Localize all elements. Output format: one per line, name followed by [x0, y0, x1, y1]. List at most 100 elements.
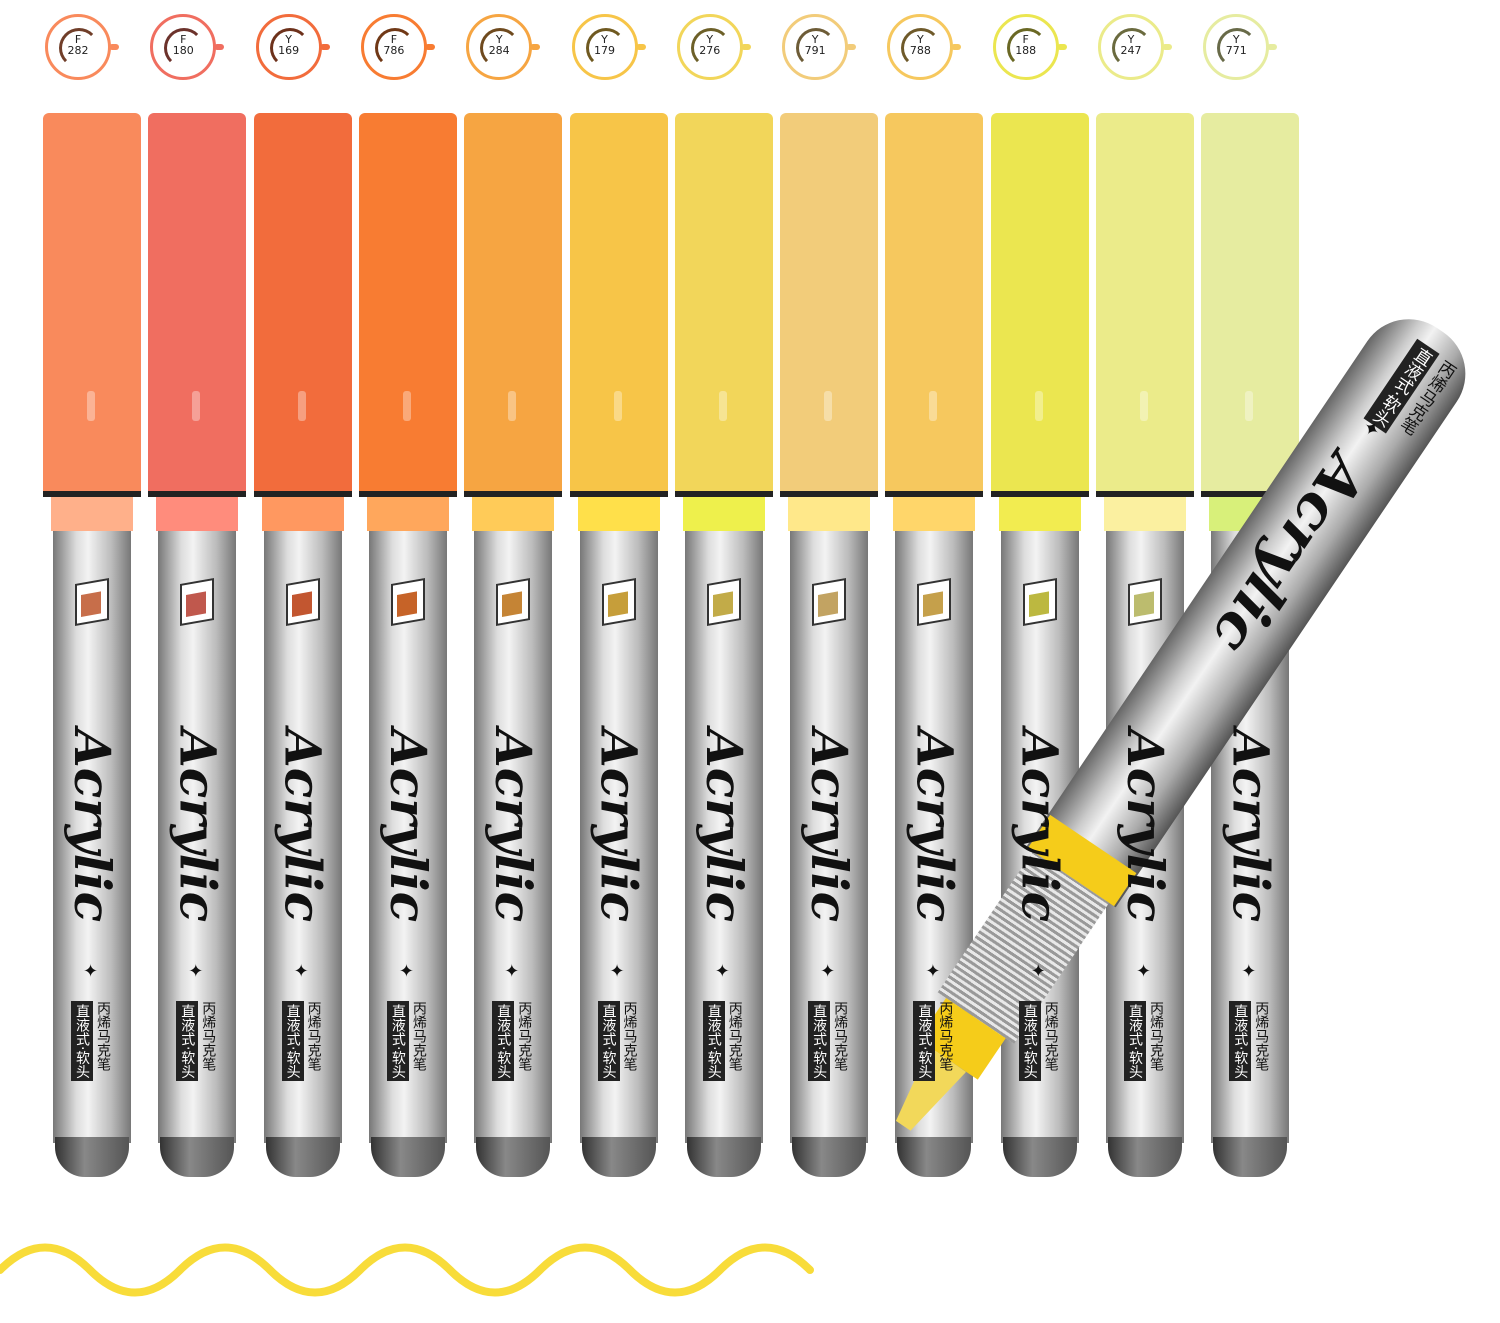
swatch-nub [530, 44, 541, 50]
ink-bottle-icon [706, 578, 741, 626]
star-icon: ✦ [1241, 961, 1257, 982]
swatch-series: Y [1232, 33, 1240, 46]
label-cn-line1: 丙烯马克笔 [516, 1001, 533, 1071]
swatch-arc [1112, 28, 1152, 68]
cap-rim [885, 491, 984, 497]
paint-stroke-path [0, 1243, 814, 1297]
marker-cap [43, 113, 141, 497]
marker-cap [1201, 113, 1300, 497]
swatch-series: F [180, 33, 187, 46]
swatch-arc [269, 28, 310, 68]
label-cn-line1: 丙烯马克笔 [95, 1001, 111, 1071]
brand-text: Acrylic [1221, 729, 1281, 923]
star-icon: ✦ [504, 961, 520, 982]
cap-clip [402, 391, 411, 421]
marker-barrel: Acrylic ✦ 丙烯马克笔 直液式·软头 [53, 531, 131, 1143]
swatch-arc [796, 28, 837, 68]
label-cn-line1: 丙烯马克笔 [1253, 1001, 1270, 1071]
yellow-paint-stroke [0, 1243, 814, 1297]
cap-rim [43, 491, 141, 497]
swatch-ring [1098, 14, 1164, 80]
swatch-series: F [74, 33, 82, 46]
brand-text: Acrylic [694, 729, 754, 923]
star-icon: ✦ [925, 961, 941, 982]
ink-bottle-icon [75, 578, 109, 626]
swatch-nub [1162, 44, 1172, 50]
marker-barrel: Acrylic ✦ 丙烯马克笔 直液式·软头 [158, 531, 237, 1143]
marker-end-cap [1002, 1137, 1077, 1177]
marker-end-cap [55, 1137, 129, 1177]
swatch-nub [1267, 44, 1278, 50]
marker-barrel: Acrylic ✦ 丙烯马克笔 直液式·软头 [1106, 531, 1184, 1143]
label-cn-line1: 丙烯马克笔 [1042, 1001, 1059, 1071]
marker-barrel: Acrylic ✦ 丙烯马克笔 直液式·软头 [368, 531, 447, 1143]
marker-pen: Acrylic ✦ 丙烯马克笔 直液式·软头 [569, 113, 668, 1178]
marker-band [577, 497, 660, 531]
swatch-number: 786 [383, 44, 405, 57]
swatch-number: 276 [699, 44, 721, 57]
brand-text: Acrylic [1116, 729, 1175, 923]
swatch-series: F [390, 33, 398, 46]
star-icon: ✦ [820, 961, 836, 982]
swatch-ring [150, 14, 217, 80]
marker-pen: Acrylic ✦ 丙烯马克笔 直液式·软头 [464, 113, 563, 1178]
brand-text: Acrylic [63, 729, 122, 923]
marker-cap [780, 113, 879, 497]
label-cn-line2: 直液式·软头 [176, 1001, 199, 1082]
ink-bottle-icon [917, 578, 952, 626]
label-cn-line2: 直液式·软头 [597, 1001, 620, 1082]
cap-rim [780, 491, 879, 497]
brand-text: Acrylic [800, 729, 860, 923]
marker-cap [464, 113, 563, 497]
swatch-series: Y [285, 33, 292, 46]
swatch-number: 180 [172, 44, 194, 57]
marker-end-cap [792, 1137, 867, 1177]
swatch-series: Y [495, 33, 503, 46]
swatch-arc [690, 28, 731, 68]
label-cn-line2: 直液式·软头 [1018, 1001, 1041, 1082]
marker-band [366, 497, 449, 531]
label-cn-line1: 丙烯马克笔 [305, 1001, 322, 1071]
swatch-number: 169 [278, 44, 300, 57]
cap-clip [929, 391, 938, 421]
cap-clip [824, 391, 833, 421]
marker-cap [253, 113, 352, 497]
marker-cap [674, 113, 773, 497]
swatch-nub [109, 44, 119, 50]
cap-clip [297, 391, 306, 421]
swatch-nub [740, 44, 751, 50]
marker-band [893, 497, 976, 531]
swatch-number: 788 [909, 44, 931, 57]
label-cn-line1: 丙烯马克笔 [937, 1001, 954, 1071]
ink-bottle-icon [1022, 578, 1057, 626]
cap-rim [990, 491, 1089, 497]
marker-end-cap [581, 1137, 656, 1177]
marker-band [1104, 497, 1186, 531]
cap-rim [1096, 491, 1194, 497]
swatch-number: 188 [1015, 44, 1037, 57]
marker-end-cap [265, 1137, 340, 1177]
label-cn-line1: 丙烯马克笔 [410, 1001, 427, 1071]
marker-barrel: Acrylic ✦ 丙烯马克笔 直液式·软头 [263, 531, 342, 1143]
swatch-number: 247 [1120, 44, 1142, 57]
swatch-ring [45, 14, 111, 80]
marker-band [682, 497, 765, 531]
swatch-arc [59, 28, 99, 68]
label-cn-line2: 直液式·软头 [913, 1001, 936, 1082]
cap-rim [1201, 491, 1300, 497]
swatch-nub [951, 44, 962, 50]
brand-text: Acrylic [168, 729, 228, 923]
marker-band [472, 497, 555, 531]
label-cn-line2: 直液式·软头 [808, 1001, 831, 1082]
